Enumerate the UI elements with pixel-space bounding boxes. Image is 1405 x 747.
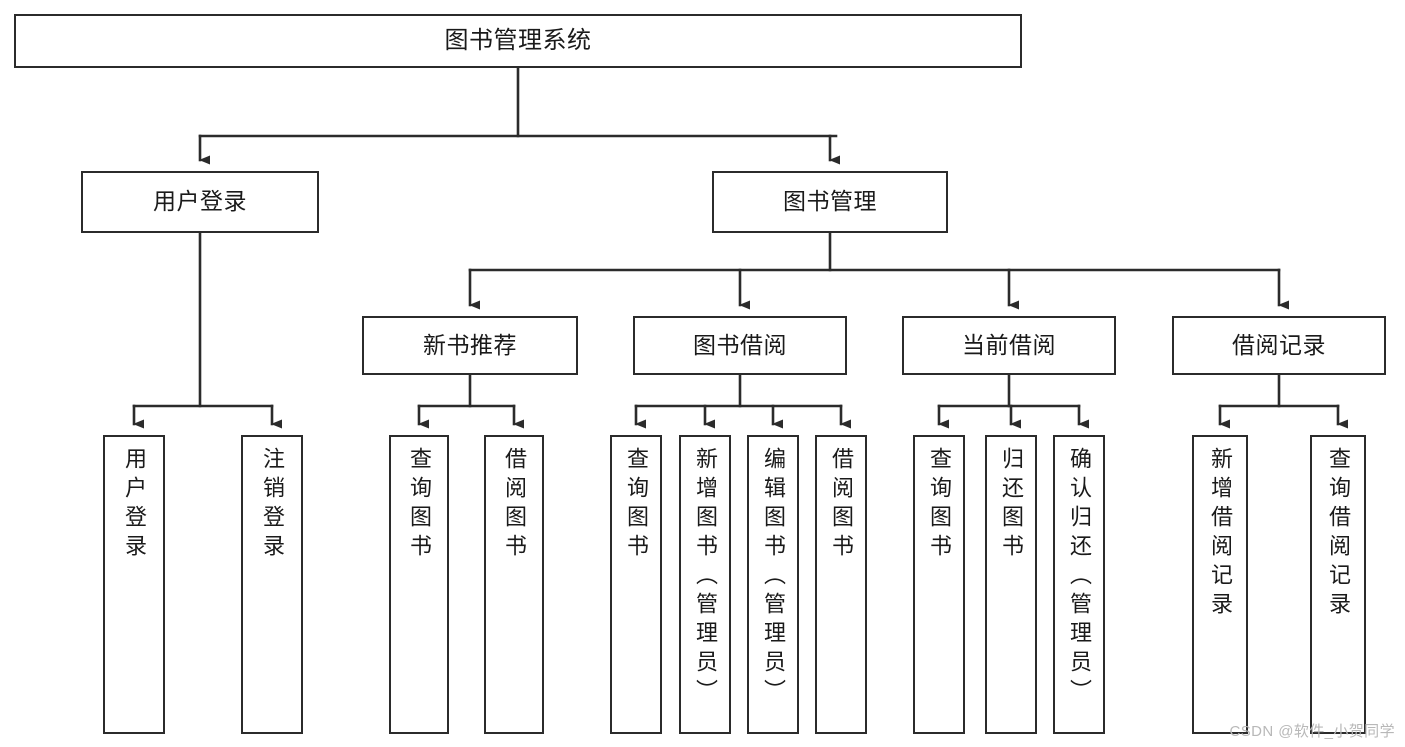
node-leaf-query-book-3[interactable]: 查询图书 [913, 435, 965, 734]
node-label-leaf-edit-book: 编辑图书（管理员） [761, 447, 786, 708]
node-label-book-manage: 图书管理 [783, 188, 877, 215]
node-label-borrow-record: 借阅记录 [1232, 331, 1326, 358]
node-label-leaf-confirm-return: 确认归还（管理员） [1067, 447, 1092, 708]
node-leaf-query-book-2[interactable]: 查询图书 [610, 435, 662, 734]
node-label-leaf-user-login: 用户登录 [122, 447, 147, 563]
node-leaf-add-book[interactable]: 新增图书（管理员） [679, 435, 731, 734]
node-label-leaf-add-record: 新增借阅记录 [1208, 447, 1233, 621]
node-leaf-return-book[interactable]: 归还图书 [985, 435, 1037, 734]
node-label-new-book-rec: 新书推荐 [423, 331, 517, 358]
node-label-leaf-borrow-book-1: 借阅图书 [502, 447, 527, 563]
node-label-leaf-query-record: 查询借阅记录 [1326, 447, 1351, 621]
node-borrow-record[interactable]: 借阅记录 [1172, 316, 1386, 375]
node-leaf-borrow-book-1[interactable]: 借阅图书 [484, 435, 544, 734]
node-label-leaf-return-book: 归还图书 [999, 447, 1024, 563]
node-current-borrow[interactable]: 当前借阅 [902, 316, 1116, 375]
node-leaf-user-logout[interactable]: 注销登录 [241, 435, 303, 734]
node-user-login[interactable]: 用户登录 [81, 171, 319, 233]
node-leaf-add-record[interactable]: 新增借阅记录 [1192, 435, 1248, 734]
node-label-user-login: 用户登录 [153, 188, 247, 215]
node-label-root: 图书管理系统 [444, 26, 592, 54]
node-book-borrow[interactable]: 图书借阅 [633, 316, 847, 375]
node-label-leaf-query-book-1: 查询图书 [407, 447, 432, 563]
node-leaf-edit-book[interactable]: 编辑图书（管理员） [747, 435, 799, 734]
node-leaf-confirm-return[interactable]: 确认归还（管理员） [1053, 435, 1105, 734]
node-book-manage[interactable]: 图书管理 [712, 171, 948, 233]
node-label-leaf-query-book-2: 查询图书 [624, 447, 649, 563]
node-label-leaf-query-book-3: 查询图书 [927, 447, 952, 563]
node-leaf-borrow-book-2[interactable]: 借阅图书 [815, 435, 867, 734]
node-root[interactable]: 图书管理系统 [14, 14, 1022, 68]
node-label-leaf-add-book: 新增图书（管理员） [693, 447, 718, 708]
node-leaf-query-book-1[interactable]: 查询图书 [389, 435, 449, 734]
node-label-leaf-borrow-book-2: 借阅图书 [829, 447, 854, 563]
node-label-leaf-user-logout: 注销登录 [260, 447, 285, 563]
node-leaf-user-login[interactable]: 用户登录 [103, 435, 165, 734]
node-label-book-borrow: 图书借阅 [693, 331, 787, 358]
node-new-book-rec[interactable]: 新书推荐 [362, 316, 578, 375]
node-leaf-query-record[interactable]: 查询借阅记录 [1310, 435, 1366, 734]
node-label-current-borrow: 当前借阅 [962, 331, 1056, 358]
